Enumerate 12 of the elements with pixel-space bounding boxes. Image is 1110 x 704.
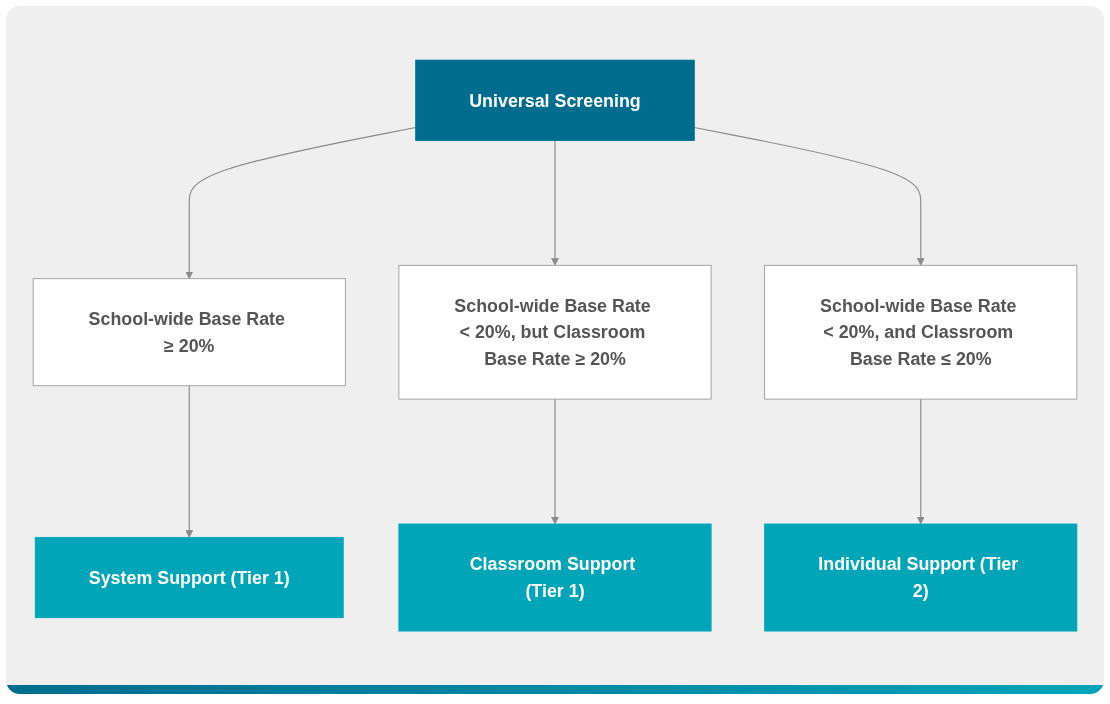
- node-box: Universal Screening: [415, 60, 695, 142]
- arrow: [693, 127, 925, 267]
- node-box: System Support (Tier 1): [34, 537, 344, 619]
- node-box: Classroom Support (Tier 1): [398, 523, 712, 632]
- arrow: [551, 398, 559, 525]
- arrow: [916, 398, 925, 525]
- node-box: School-wide Base Rate ≥ 20%: [32, 278, 346, 387]
- arrow: [185, 385, 194, 539]
- node-box: School-wide Base Rate < 20%, and Classroom Base Rate ≤ 20%: [764, 265, 1078, 400]
- arrow: [185, 127, 417, 280]
- node-box: School-wide Base Rate < 20%, but Classroom Base Rate ≥ 20%: [398, 265, 712, 400]
- node-box: Individual Support (Tier 2): [764, 523, 1078, 632]
